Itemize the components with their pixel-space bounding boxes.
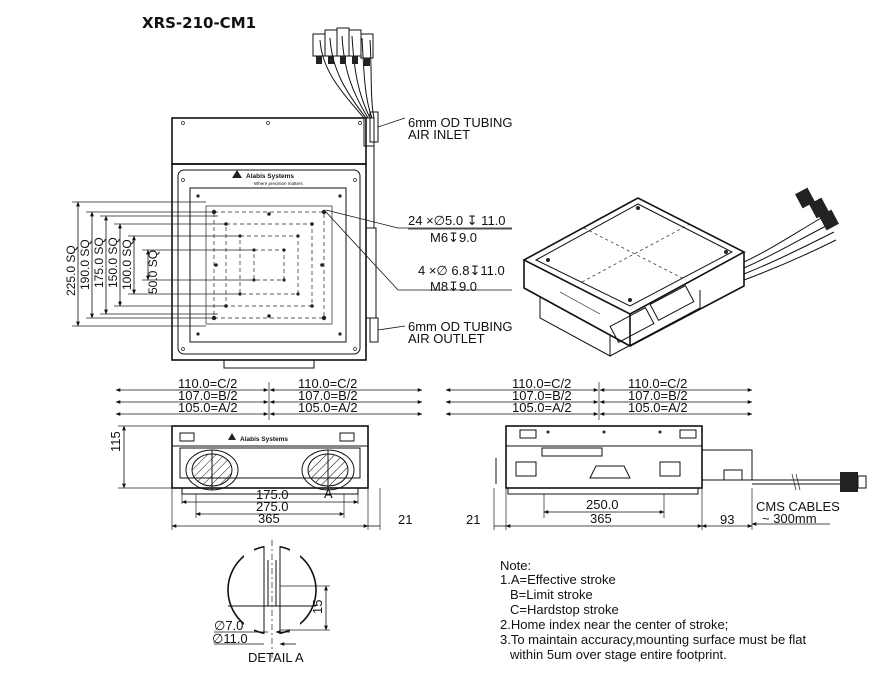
holes-a-spec: 24 ×∅5.0 ↧ 11.0 — [408, 213, 506, 228]
dim-250: 250.0 — [586, 497, 619, 512]
dim-100-sq: 100.0 SQ — [120, 239, 134, 290]
note-2: 2.Home index near the center of stroke; — [500, 617, 728, 632]
connector-4 — [348, 29, 362, 57]
dim-150-sq: 150.0 SQ — [106, 237, 120, 288]
detail-depth: 15 — [310, 600, 325, 614]
dim-275: 275.0 — [256, 499, 289, 514]
cms-cables-length: ~ 300mm — [762, 511, 817, 526]
iso-top-face — [522, 197, 746, 315]
air-outlet-tube — [369, 317, 379, 343]
note-1c: C=Hardstop stroke — [510, 602, 619, 617]
cms-connector — [840, 472, 858, 492]
detail-a: 15 ∅7.0 ∅11.0 DETAIL A — [212, 540, 330, 665]
isometric-view — [522, 187, 839, 357]
dim-365-right: 365 — [590, 511, 612, 526]
left-c-half-2: 110.0=C/2 — [298, 376, 357, 391]
connector-1 — [312, 33, 326, 57]
holes-b-thread: M8↧9.0 — [430, 279, 477, 294]
dim-height-115: 115 — [108, 431, 123, 452]
detail-a-label: DETAIL A — [248, 650, 304, 665]
right-c-half: 110.0=C/2 — [512, 376, 571, 391]
air-outlet-label: AIR OUTLET — [408, 331, 485, 346]
cable-bundle — [312, 27, 375, 119]
dim-93: 93 — [720, 512, 734, 527]
air-outlet-spec: 6mm OD TUBING — [408, 319, 513, 334]
mounting-holes — [181, 178, 357, 351]
front-view-left: 110.0=C/2 110.0=C/2 107.0=B/2 107.0=B/2 … — [108, 376, 423, 530]
right-a-half: 105.0=A/2 — [512, 400, 572, 415]
air-inlet-spec: 6mm OD TUBING — [408, 115, 513, 130]
note-1b: B=Limit stroke — [510, 587, 593, 602]
holes-a-thread: M6↧9.0 — [430, 230, 477, 245]
right-b-half: 107.0=B/2 — [512, 388, 572, 403]
right-a-half-2: 105.0=A/2 — [628, 400, 688, 415]
cms-cables-label: CMS CABLES — [756, 499, 840, 514]
dim-21-left: 21 — [398, 512, 412, 527]
cable-box — [701, 449, 753, 481]
air-inlet-leader — [377, 117, 406, 128]
holes-b-spec: 4 ×∅ 6.8↧11.0 — [418, 263, 505, 278]
cable-housing — [171, 117, 367, 165]
dim-175-sq: 175.0 SQ — [92, 237, 106, 288]
side-view-right: 110.0=C/2 110.0=C/2 107.0=B/2 107.0=B/2 … — [445, 376, 867, 530]
drawing-title: XRS-210-CM1 — [142, 14, 256, 32]
left-c-half: 110.0=C/2 — [178, 376, 237, 391]
note-1: 1.A=Effective stroke — [500, 572, 616, 587]
dim-21-right: 21 — [466, 512, 480, 527]
stage-body-side — [505, 425, 703, 489]
left-b-half: 107.0=B/2 — [178, 388, 238, 403]
left-a-half: 105.0=A/2 — [178, 400, 238, 415]
right-b-half-2: 107.0=B/2 — [628, 388, 688, 403]
logo-name: Alabis Systems — [246, 173, 294, 180]
detail-dia-11: ∅11.0 — [212, 631, 248, 646]
detail-a-marker: A — [324, 486, 333, 501]
dim-365-left: 365 — [258, 511, 280, 526]
brand-logo: Alabis Systems Where precision matters — [232, 170, 304, 186]
notes-heading: Note: — [500, 558, 531, 573]
dim-190-sq: 190.0 SQ — [78, 239, 92, 290]
detail-dia-7: ∅7.0 — [214, 618, 243, 633]
top-view: Alabis Systems Where precision matters — [64, 27, 513, 369]
connector-2 — [324, 29, 338, 57]
front-logo-name: Alabis Systems — [240, 436, 288, 443]
dim-225-sq: 225.0 SQ — [64, 245, 78, 296]
square-dimensions: 225.0 SQ 190.0 SQ 175.0 SQ 150.0 SQ 100.… — [64, 201, 254, 327]
right-c-half-2: 110.0=C/2 — [628, 376, 687, 391]
left-b-half-2: 107.0=B/2 — [298, 388, 358, 403]
air-inlet-label: AIR INLET — [408, 127, 470, 142]
logo-tagline: Where precision matters — [254, 181, 304, 186]
dim-50-sq: 50.0 SQ — [146, 250, 160, 294]
note-3b: within 5um over stage entire footprint. — [509, 647, 727, 662]
left-a-half-2: 105.0=A/2 — [298, 400, 358, 415]
dim-175: 175.0 — [256, 487, 289, 502]
note-3: 3.To maintain accuracy,mounting surface … — [500, 632, 807, 647]
stage-body-top — [171, 163, 367, 361]
notes: Note: 1.A=Effective stroke B=Limit strok… — [500, 558, 807, 662]
